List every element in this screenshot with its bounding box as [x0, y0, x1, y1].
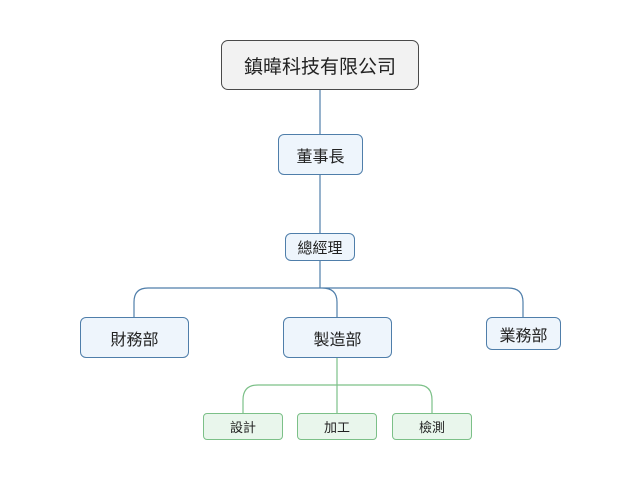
chairman-label: 董事長: [296, 146, 345, 166]
department-label: 業務部: [499, 325, 548, 345]
general-manager-node: 總經理: [285, 233, 355, 261]
chairman-node: 董事長: [278, 134, 363, 175]
unit-label: 加工: [323, 421, 350, 436]
department-node-sales: 業務部: [486, 317, 561, 350]
department-label: 製造部: [313, 329, 362, 349]
company-name: 鎮暐科技有限公司: [243, 55, 396, 78]
line-manager-to-departments: [133, 261, 524, 317]
department-node-manufacturing: 製造部: [283, 317, 392, 358]
unit-node-inspection: 檢測: [392, 413, 472, 440]
department-label: 財務部: [110, 329, 159, 349]
company-node: 鎮暐科技有限公司: [221, 40, 419, 90]
unit-label: 設計: [229, 421, 256, 436]
unit-node-machining: 加工: [297, 413, 377, 440]
unit-label: 檢測: [418, 421, 445, 436]
line-manufacturing-to-units: [242, 358, 433, 413]
unit-node-design: 設計: [203, 413, 283, 440]
department-node-finance: 財務部: [80, 317, 189, 358]
general-manager-label: 總經理: [297, 238, 343, 257]
